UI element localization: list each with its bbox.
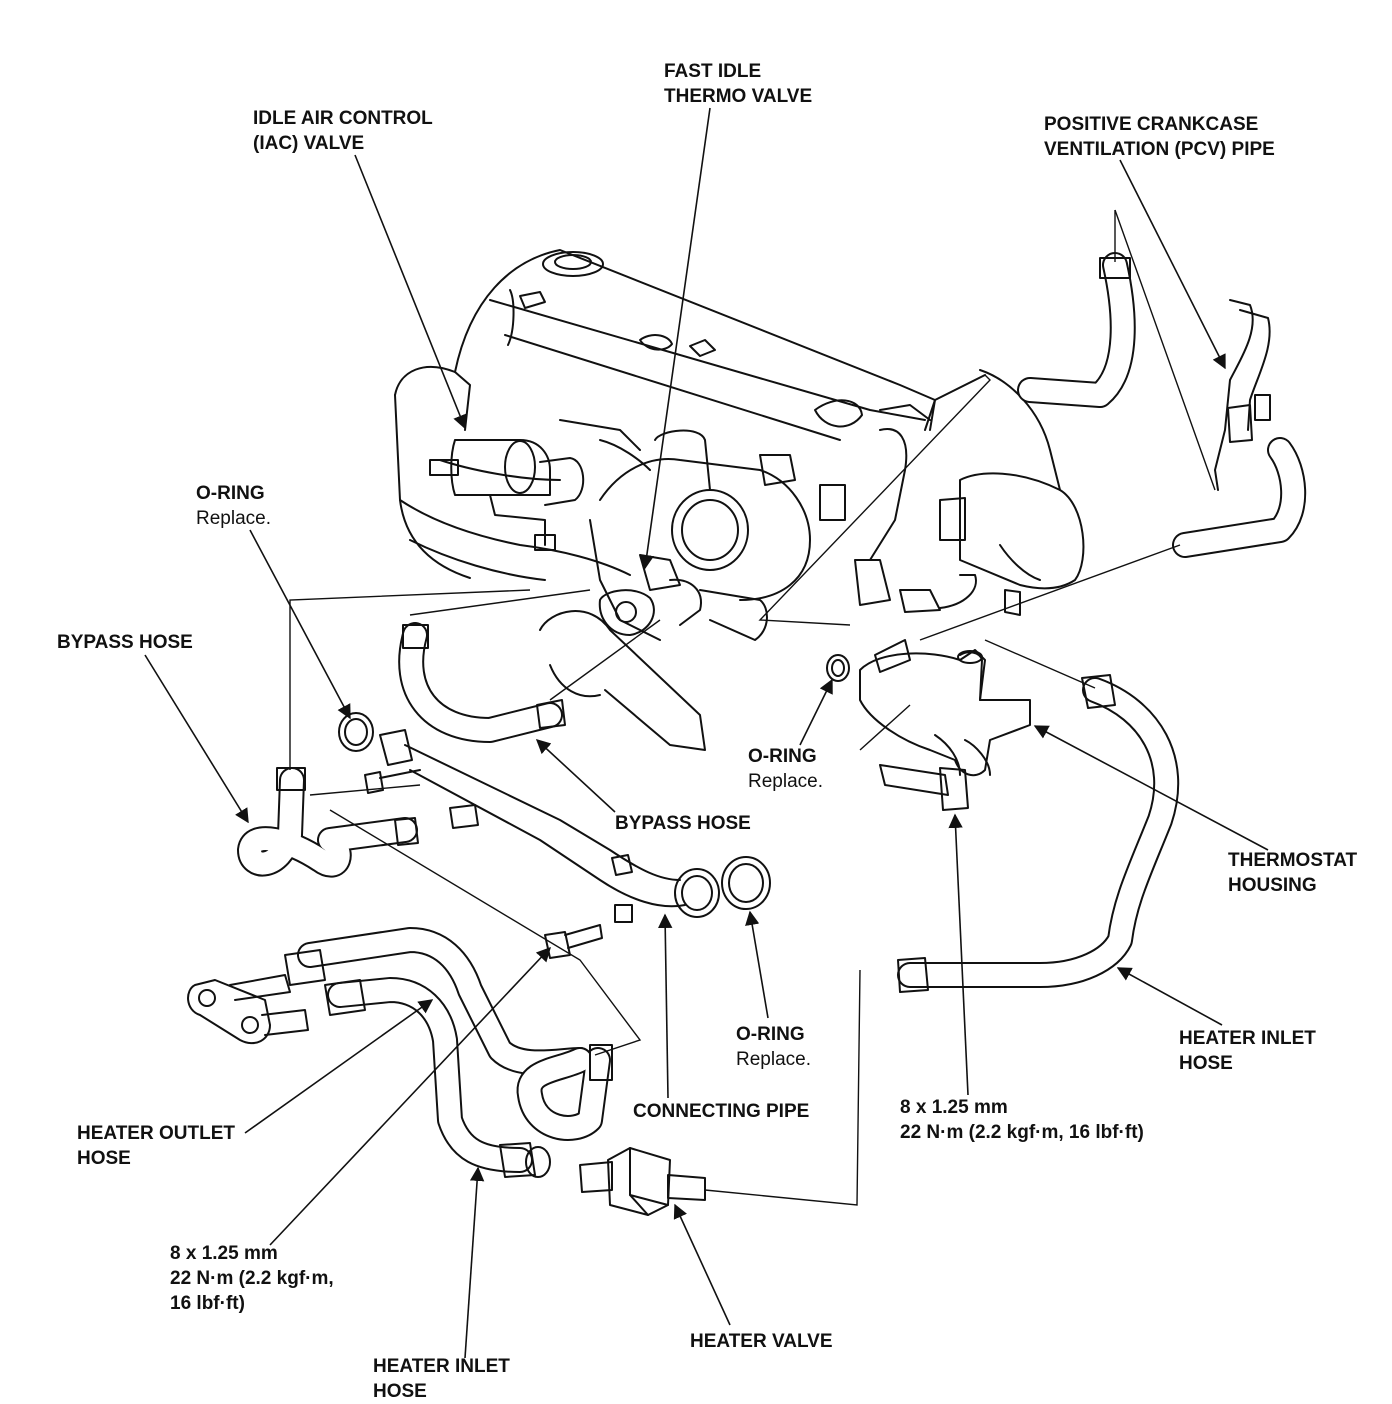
label-line: BYPASS HOSE (57, 632, 193, 653)
label-heater-inlet-hose-right: HEATER INLET HOSE (1179, 1026, 1316, 1076)
heater-inlet-hose-right-icon (897, 674, 1180, 993)
connecting-pipe-icon (364, 729, 720, 923)
label-o-ring-low: O-RING Replace. (736, 1022, 811, 1072)
leader-arrows (144, 107, 1269, 1359)
label-note: Replace. (196, 508, 271, 529)
bypass-hose-center-icon (398, 622, 566, 743)
label-heater-outlet-hose: HEATER OUTLET HOSE (77, 1121, 235, 1171)
o-ring-low-icon (721, 856, 771, 910)
o-ring-mid-icon (826, 654, 850, 682)
label-line: HEATER VALVE (690, 1331, 833, 1352)
label-bypass-hose-center: BYPASS HOSE (615, 811, 751, 836)
label-heater-inlet-hose-bottom: HEATER INLET HOSE (373, 1354, 510, 1404)
label-line: O-RING (736, 1024, 805, 1045)
label-line: VENTILATION (PCV) PIPE (1044, 139, 1275, 160)
label-thermostat-housing: THERMOSTAT HOUSING (1228, 848, 1357, 898)
arrow-oring-low (745, 910, 769, 1019)
label-line: O-RING (196, 483, 265, 504)
label-note: Replace. (736, 1049, 811, 1070)
label-bolt-left: 8 x 1.25 mm 22 N·m (2.2 kgf·m, 16 lbf·ft… (170, 1241, 334, 1316)
label-line: 8 x 1.25 mm (170, 1243, 278, 1264)
pcv-pipe-icon (1017, 252, 1307, 558)
o-ring-top-icon (338, 712, 374, 752)
label-line: THERMOSTAT (1228, 850, 1358, 871)
bypass-hose-left-icon (237, 767, 419, 878)
label-o-ring-mid: O-RING Replace. (748, 744, 823, 794)
heater-inlet-hose-bottom-icon (324, 977, 551, 1178)
arrow-connecting-pipe (658, 913, 673, 1099)
label-line: POSITIVE CRANKCASE (1044, 114, 1259, 135)
label-bolt-right: 8 x 1.25 mm 22 N·m (2.2 kgf·m, 16 lbf·ft… (900, 1095, 1144, 1145)
arrow-bolt-right (948, 813, 969, 1096)
arrow-thermostat (1033, 725, 1269, 851)
label-line: 8 x 1.25 mm (900, 1097, 1008, 1118)
arrow-heater-valve (673, 1203, 731, 1326)
connection-lines (289, 209, 1216, 1206)
label-line: (IAC) VALVE (253, 133, 365, 154)
label-line: 22 N·m (2.2 kgf·m, 16 lbf·ft) (900, 1122, 1144, 1143)
label-line: HEATER OUTLET (77, 1123, 235, 1144)
engine-block-icon (394, 249, 1085, 751)
label-line: O-RING (748, 746, 817, 767)
label-line: 22 N·m (2.2 kgf·m, (170, 1268, 334, 1289)
arrow-bypass-left (144, 654, 249, 824)
arrow-heater-inlet-right (1116, 967, 1223, 1026)
label-line: CONNECTING PIPE (633, 1101, 810, 1122)
arrow-heater-outlet (244, 999, 434, 1134)
label-line: HEATER INLET (1179, 1028, 1316, 1049)
bolt-left-icon (544, 924, 603, 959)
arrow-iac (354, 154, 467, 430)
label-iac-valve: IDLE AIR CONTROL (IAC) VALVE (253, 106, 433, 156)
heater-outlet-hose-icon (284, 927, 613, 1141)
label-connecting-pipe: CONNECTING PIPE (633, 1099, 809, 1124)
label-line: THERMO VALVE (664, 86, 813, 107)
label-line: HOSE (77, 1148, 131, 1169)
heater-core-flange-icon (187, 974, 309, 1045)
arrow-fast-idle (639, 107, 711, 570)
arrow-bolt-left (269, 946, 551, 1246)
label-bypass-hose-left: BYPASS HOSE (57, 630, 193, 655)
thermostat-housing-icon (859, 639, 1031, 811)
label-line: HOUSING (1228, 875, 1317, 896)
label-fast-idle-thermo-valve: FAST IDLE THERMO VALVE (664, 59, 812, 109)
label-pcv-pipe: POSITIVE CRANKCASE VENTILATION (PCV) PIP… (1044, 112, 1275, 162)
label-o-ring-top: O-RING Replace. (196, 481, 271, 531)
label-line: 16 lbf·ft) (170, 1293, 245, 1314)
arrow-pcv (1119, 159, 1226, 370)
arrow-heater-inlet-bottom (464, 1166, 485, 1359)
label-line: FAST IDLE (664, 61, 762, 82)
label-line: IDLE AIR CONTROL (253, 108, 433, 129)
label-heater-valve: HEATER VALVE (690, 1329, 833, 1354)
arrow-bypass-center (535, 739, 616, 813)
label-note: Replace. (748, 771, 823, 792)
label-line: HEATER INLET (373, 1356, 510, 1377)
label-line: HOSE (373, 1381, 427, 1402)
arrow-oring-mid (799, 678, 833, 746)
label-line: HOSE (1179, 1053, 1233, 1074)
label-line: BYPASS HOSE (615, 813, 751, 834)
arrow-oring-top (249, 529, 351, 720)
heater-valve-icon (579, 1147, 706, 1216)
